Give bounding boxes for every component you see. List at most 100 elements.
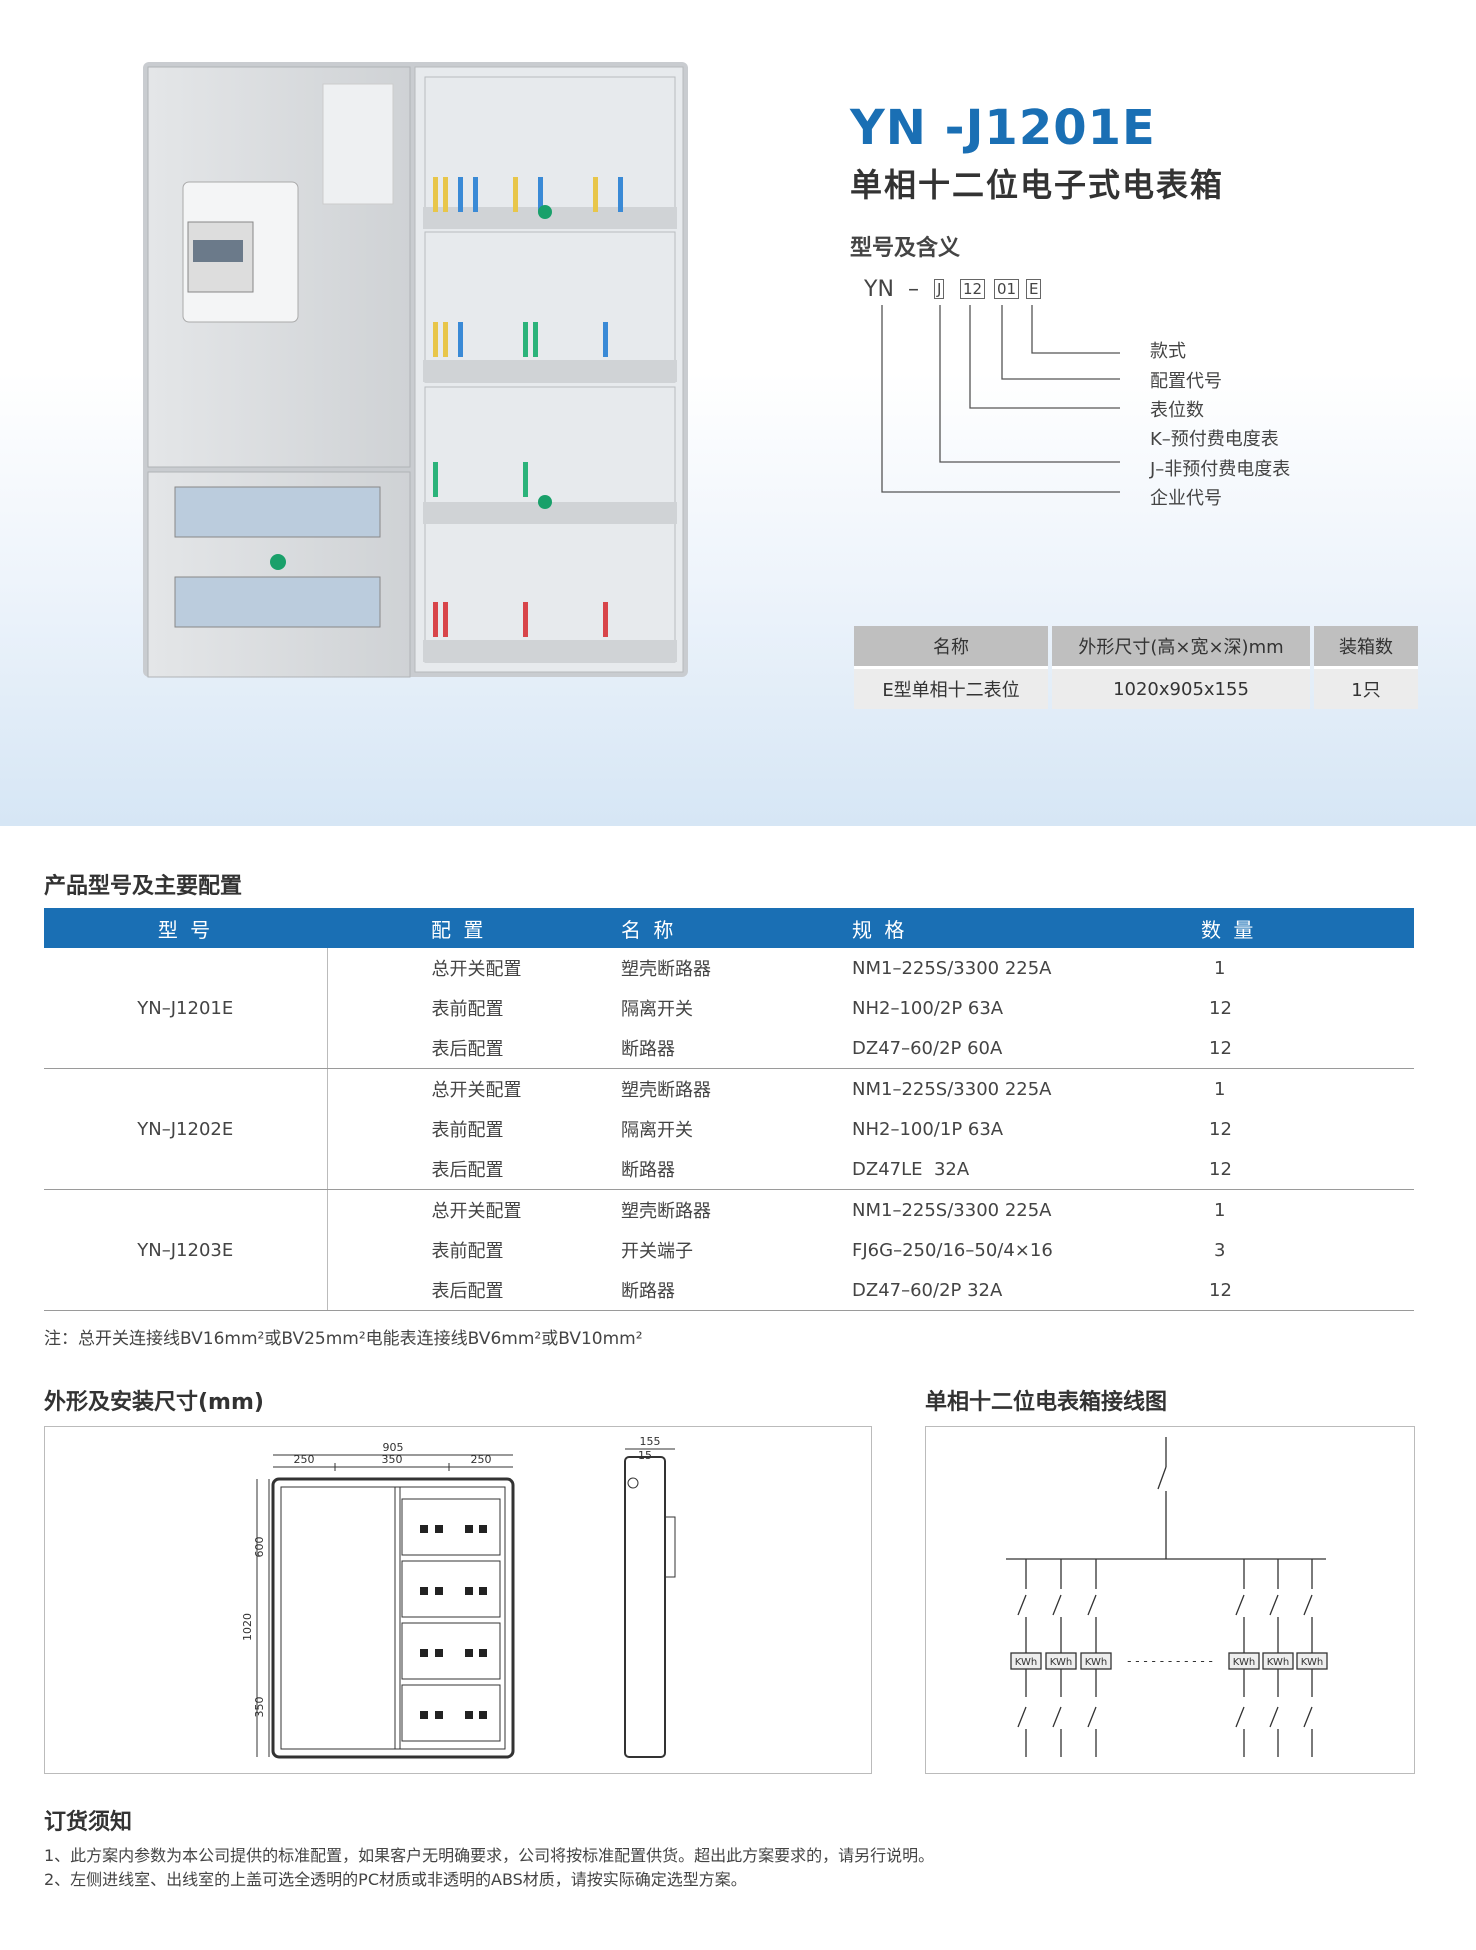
config-cell: 隔离开关 <box>621 999 693 1020</box>
code-dash: – <box>908 277 919 302</box>
dimensions-drawing: 905 250 350 250 1020 600 350 155 15 <box>44 1426 872 1774</box>
config-cell: 1 <box>1214 1199 1226 1221</box>
table-row: YN–J1203E 总开关配置 塑壳断路器 NM1–225S/3300 225A… <box>44 1189 1414 1311</box>
config-header-spec: 规 格 <box>818 908 1151 948</box>
meter-label-2: KWh <box>1050 1657 1072 1668</box>
config-cell: NM1–225S/3300 225A <box>852 1078 1052 1100</box>
config-cell: 断路器 <box>561 1028 818 1069</box>
spec-cell-name: E型单相十二表位 <box>854 666 1048 709</box>
ordering-title: 订货须知 <box>44 1810 133 1835</box>
meter-label-4: KWh <box>1233 1657 1255 1668</box>
wiring-title: 单相十二位电表箱接线图 <box>925 1390 1168 1415</box>
config-table: 型 号 配 置 名 称 规 格 数 量 YN–J1201E 总开关配置 塑壳断路… <box>44 908 1414 1311</box>
config-model: YN–J1201E <box>44 948 328 1069</box>
config-header-model: 型 号 <box>44 908 327 948</box>
meter-label-6: KWh <box>1301 1657 1323 1668</box>
config-cell: 表后配置 <box>327 1028 561 1069</box>
dim-height-total: 1020 <box>241 1613 254 1641</box>
config-header-qty: 数 量 <box>1151 908 1414 948</box>
config-cell: 总开关配置 <box>431 1080 522 1101</box>
meter-label-5: KWh <box>1267 1657 1289 1668</box>
config-cell: 12 <box>1209 997 1232 1019</box>
ordering-item-2: 2、左侧进线室、出线室的上盖可选全透明的PC材质或非透明的ABS材质，请按实际确… <box>44 1870 747 1889</box>
config-cell: DZ47–60/2P 32A <box>818 1270 1151 1311</box>
code-label-config: 配置代号 <box>1150 371 1222 392</box>
code-label-k: K–预付费电度表 <box>1150 429 1279 450</box>
spec-cell-qty: 1只 <box>1314 666 1418 709</box>
code-prefix: YN <box>864 277 894 302</box>
spec-header-size: 外形尺寸(高×宽×深)mm <box>1052 626 1310 666</box>
config-cell: 塑壳断路器 <box>621 959 711 980</box>
table-row: YN–J1202E 总开关配置 塑壳断路器 NM1–225S/3300 225A… <box>44 1068 1414 1190</box>
config-cell: NH2–100/1P 63A <box>852 1118 1004 1140</box>
config-cell: NH2–100/2P 63A <box>852 997 1004 1019</box>
dim-width-mid: 350 <box>382 1453 403 1466</box>
config-cell: 表后配置 <box>327 1270 561 1311</box>
config-cell: DZ47–60/2P 60A <box>818 1028 1151 1069</box>
table-row: 表后配置 断路器 DZ47–60/2P 32A 12 <box>44 1270 1414 1311</box>
config-cell: 表前配置 <box>431 999 504 1020</box>
config-cell: 总开关配置 <box>431 959 522 980</box>
config-header-name: 名 称 <box>561 908 818 948</box>
table-row: 表前配置 开关端子 FJ6G–250/16–50/4×16 3 <box>44 1230 1414 1270</box>
table-row: 表前配置 隔离开关 NH2–100/1P 63A 12 <box>44 1109 1414 1149</box>
table-row: YN–J1201E 总开关配置 塑壳断路器 NM1–225S/3300 225A… <box>44 948 1414 1069</box>
code-12: 12 <box>960 279 986 299</box>
config-model: YN–J1202E <box>44 1068 328 1190</box>
config-cell: 1 <box>1214 957 1226 979</box>
config-cell: FJ6G–250/16–50/4×16 <box>852 1239 1053 1261</box>
dimensions-title: 外形及安装尺寸(mm) <box>44 1390 264 1415</box>
config-model: YN–J1203E <box>44 1189 328 1311</box>
dim-depth-part: 15 <box>638 1449 652 1462</box>
config-cell: 开关端子 <box>621 1241 693 1262</box>
config-cell: 隔离开关 <box>621 1120 693 1141</box>
config-cell: 12 <box>1151 1270 1414 1311</box>
table-row: 表后配置 断路器 DZ47–60/2P 60A 12 <box>44 1028 1414 1069</box>
config-cell: 塑壳断路器 <box>621 1080 711 1101</box>
spec-table: 名称 外形尺寸(高×宽×深)mm 装箱数 E型单相十二表位 1020x905x1… <box>850 626 1422 709</box>
product-photo <box>143 62 688 678</box>
config-cell: 表前配置 <box>431 1120 504 1141</box>
config-cell: 3 <box>1214 1239 1226 1261</box>
config-cell: 断路器 <box>561 1270 818 1311</box>
code-label-company: 企业代号 <box>1150 488 1222 509</box>
meter-label-1: KWh <box>1015 1657 1037 1668</box>
code-e: E <box>1026 279 1042 299</box>
meter-label-3: KWh <box>1085 1657 1107 1668</box>
spec-header-name: 名称 <box>854 626 1048 666</box>
dim-height-lower: 350 <box>253 1697 266 1718</box>
product-name: 单相十二位电子式电表箱 <box>850 166 1225 204</box>
config-cell: 表后配置 <box>327 1149 561 1190</box>
code-connector-lines <box>881 305 1120 493</box>
config-cell: 1 <box>1214 1078 1226 1100</box>
dim-height-upper: 600 <box>253 1537 266 1558</box>
code-01: 01 <box>994 279 1020 299</box>
config-cell: 12 <box>1151 1028 1414 1069</box>
ordering-item-1: 1、此方案内参数为本公司提供的标准配置，如果客户无明确要求，公司将按标准配置供货… <box>44 1846 935 1865</box>
config-cell: 总开关配置 <box>431 1201 522 1222</box>
config-cell: NM1–225S/3300 225A <box>852 1199 1052 1221</box>
config-cell: 断路器 <box>561 1149 818 1190</box>
config-cell: 12 <box>1209 1118 1232 1140</box>
wiring-note: 注：总开关连接线BV16mm²或BV25mm²电能表连接线BV6mm²或BV10… <box>44 1329 643 1349</box>
spec-header-qty: 装箱数 <box>1314 626 1418 666</box>
table-row: 表后配置 断路器 DZ47LE 32A 12 <box>44 1149 1414 1190</box>
wiring-diagram: KWh KWh KWh KWh KWh KWh - - - - - - - - … <box>925 1426 1415 1774</box>
dim-width-left: 250 <box>294 1453 315 1466</box>
config-cell: NM1–225S/3300 225A <box>852 957 1052 979</box>
config-title: 产品型号及主要配置 <box>44 874 243 899</box>
config-cell: DZ47LE 32A <box>818 1149 1151 1190</box>
meter-ellipsis: - - - - - - - - - - - <box>1127 1654 1213 1668</box>
model-meaning-title: 型号及含义 <box>850 236 961 261</box>
dim-width-total: 905 <box>383 1441 404 1454</box>
code-label-style: 款式 <box>1150 341 1186 362</box>
dim-depth: 155 <box>640 1435 661 1448</box>
dim-width-right: 250 <box>471 1453 492 1466</box>
product-model-title: YN -J1201E <box>850 100 1156 156</box>
config-cell: 12 <box>1151 1149 1414 1190</box>
config-cell: 表前配置 <box>431 1241 504 1262</box>
spec-cell-size: 1020x905x155 <box>1052 666 1310 709</box>
table-row: 表前配置 隔离开关 NH2–100/2P 63A 12 <box>44 988 1414 1028</box>
code-j: J <box>934 279 945 299</box>
code-label-j: J–非预付费电度表 <box>1150 459 1291 480</box>
